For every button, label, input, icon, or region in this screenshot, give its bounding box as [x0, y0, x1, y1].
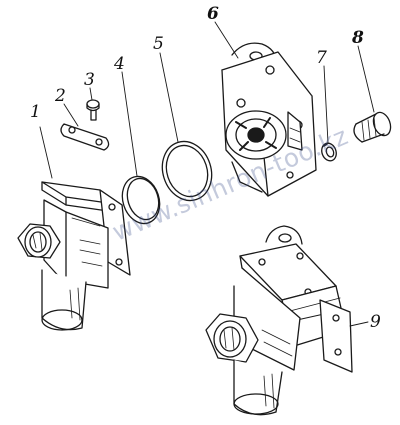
part-7-lock-washer	[321, 142, 337, 162]
label-part-5: 5	[153, 34, 164, 54]
part-3-screw	[86, 99, 100, 121]
part-6-flange-cover	[221, 42, 317, 197]
leader-9	[349, 321, 369, 327]
label-part-2: 2	[55, 86, 66, 106]
label-part-8: 8	[352, 28, 364, 48]
leader-lines	[39, 21, 375, 327]
label-part-7: 7	[316, 48, 327, 68]
part-5-sealing-ring	[161, 140, 213, 202]
part-2-gasket-plate	[60, 123, 110, 151]
label-part-1: 1	[30, 102, 41, 122]
leader-4	[121, 71, 138, 177]
leader-6	[214, 21, 239, 59]
leader-2	[63, 103, 79, 127]
label-part-9: 9	[370, 312, 381, 332]
part-8-bolt	[353, 111, 392, 143]
leader-3	[89, 87, 93, 101]
part-4-diaphragm	[121, 175, 161, 225]
leader-7	[323, 65, 329, 144]
part-9-assembled-unit	[205, 225, 353, 416]
label-part-4: 4	[114, 54, 125, 74]
leader-5	[159, 52, 179, 143]
label-part-3: 3	[84, 70, 95, 90]
part-1-valve-body	[17, 181, 131, 331]
leader-1	[39, 126, 53, 179]
leader-8	[357, 45, 375, 113]
label-part-6: 6	[207, 4, 219, 24]
